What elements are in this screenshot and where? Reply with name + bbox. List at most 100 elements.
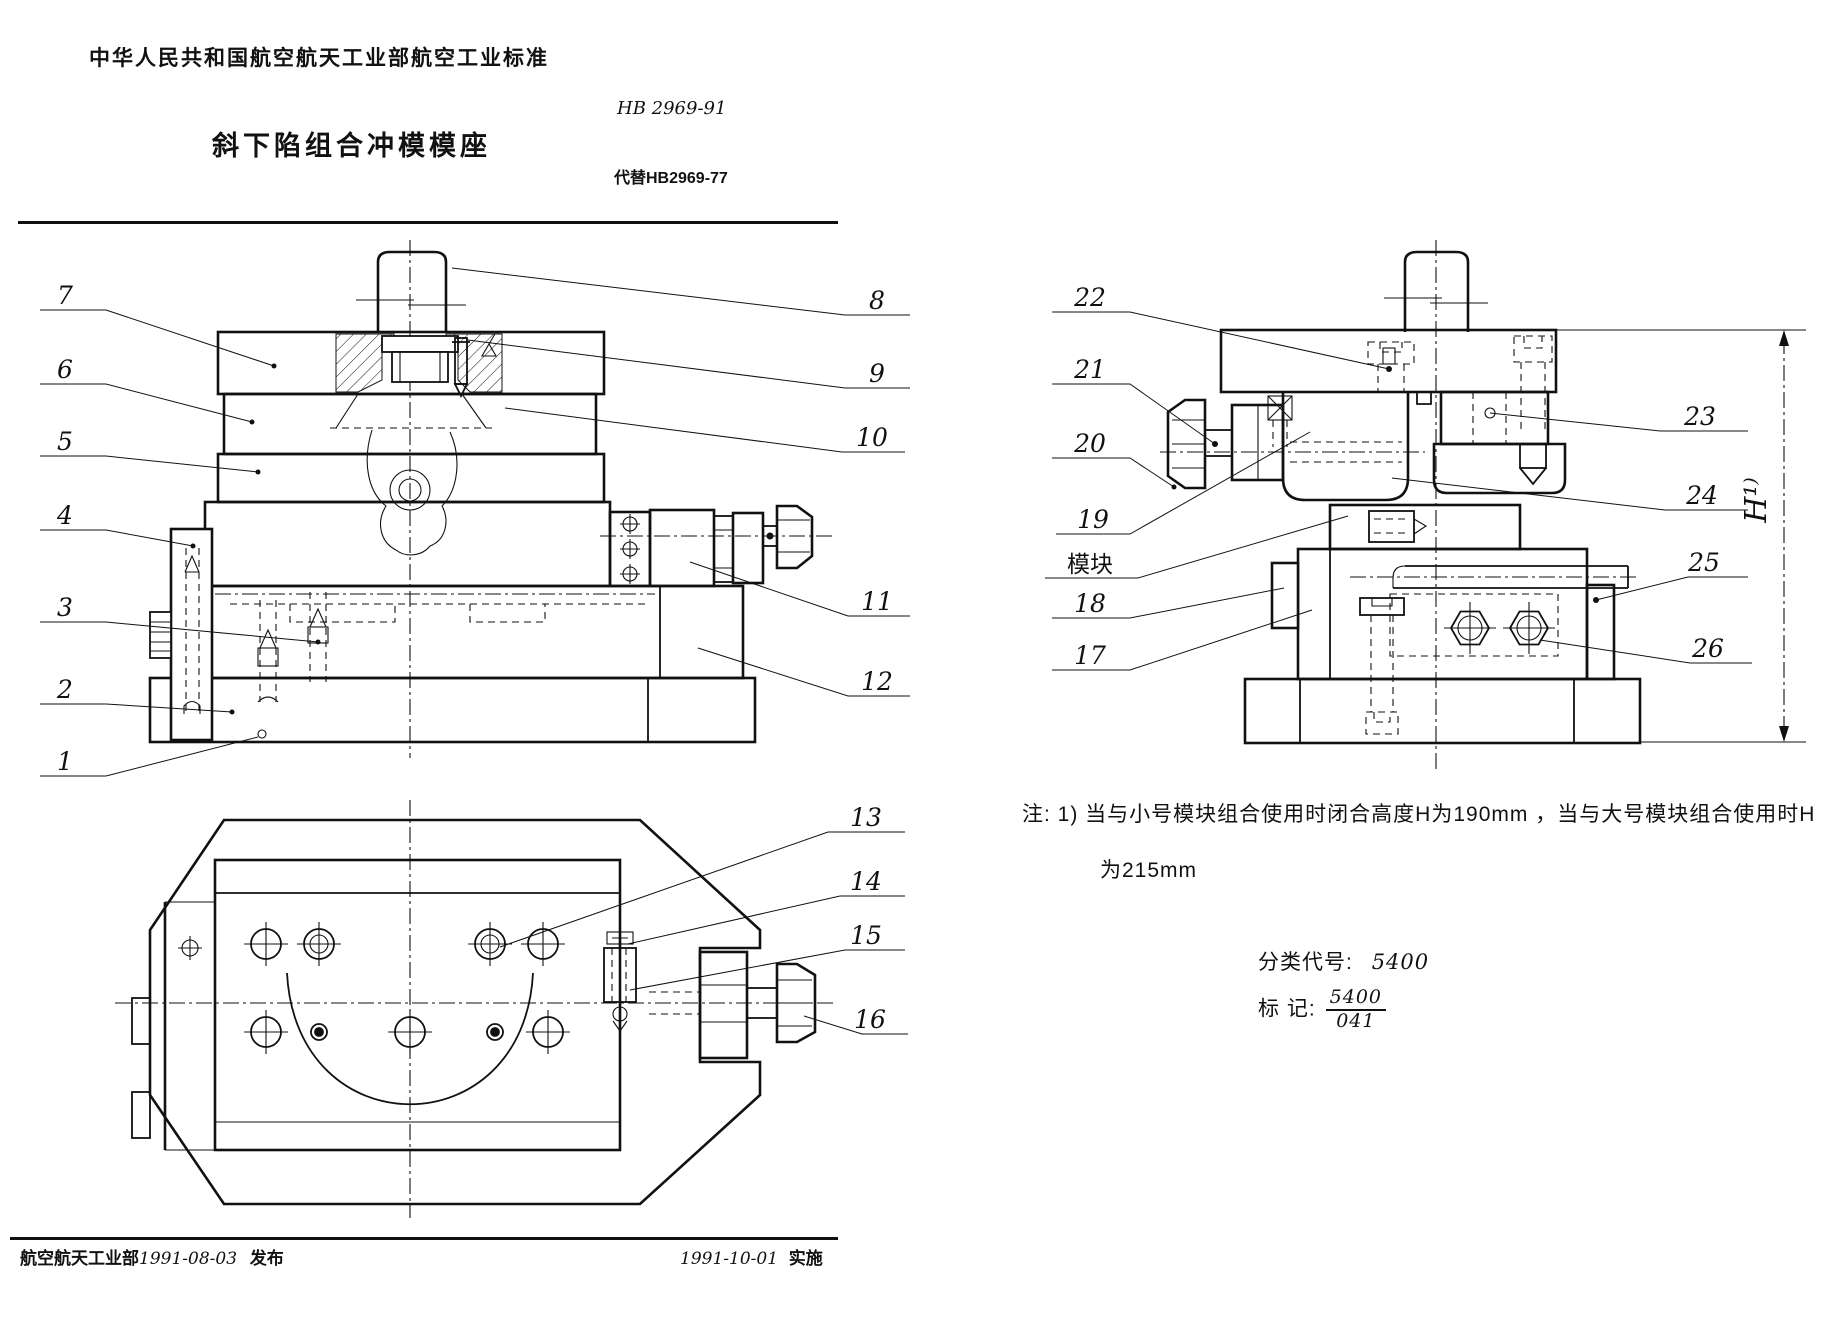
oil-hole — [1484, 407, 1496, 419]
module-pocket-hidden — [1389, 593, 1559, 657]
dowel-bolt-1 — [257, 600, 279, 703]
callout-4: 4 — [56, 501, 73, 530]
hole-row-upper — [244, 922, 565, 966]
supersedes-note: 代替HB2969-77 — [614, 170, 728, 187]
lower-body-front — [203, 584, 745, 680]
rail-bolt-head — [149, 611, 172, 659]
callout-9: 9 — [869, 359, 885, 388]
side-view: H¹⁾ — [1160, 240, 1806, 770]
footer-issuer: 航空航天工业部 — [20, 1249, 139, 1268]
footer-issue: 航空航天工业部1991-08-03 发布 — [20, 1244, 284, 1269]
center-bolt-side — [1359, 597, 1405, 735]
footer-impl-date: 1991-10-01 — [680, 1249, 779, 1269]
main-block-front — [203, 500, 612, 588]
hex-nut-1 — [1444, 602, 1496, 654]
base-outline-plan — [148, 818, 762, 1206]
slide-block-side — [1281, 392, 1410, 502]
standard-number: HB 2969-91 — [617, 98, 727, 119]
callout-module: 模块 — [1067, 551, 1113, 577]
classification-label: 分类代号: — [1258, 951, 1353, 974]
die-shank-side — [1403, 250, 1470, 332]
base-plate-front — [148, 676, 757, 744]
callout-7: 7 — [57, 281, 73, 310]
edge-bolt-1 — [131, 997, 151, 1045]
edge-bolt-2 — [131, 1091, 151, 1139]
footer-impl-word: 实施 — [788, 1249, 823, 1268]
footer-issue-date: 1991-08-03 — [139, 1249, 238, 1269]
base-plate-side — [1243, 677, 1642, 745]
stop-block-side — [1432, 442, 1567, 495]
callout-10: 10 — [856, 423, 888, 452]
callout-1: 1 — [57, 747, 73, 776]
hex-nut-2 — [1503, 602, 1555, 654]
relief-arc-plan — [286, 972, 534, 1105]
plan-view — [115, 800, 835, 1218]
note-line-1: 注: 1) 当与小号模块组合使用时闭合高度H为190mm ，当与大号模块组合使用… — [1022, 803, 1816, 826]
marking-label: 标 记: — [1258, 997, 1316, 1021]
header-divider — [18, 221, 838, 224]
callout-26: 26 — [1691, 634, 1724, 663]
classification-value: 5400 — [1371, 950, 1430, 974]
handwheel-side — [1166, 398, 1207, 490]
module-key — [1368, 510, 1415, 543]
lower-body-side — [1296, 547, 1589, 681]
callout-12: 12 — [861, 667, 893, 696]
roughness-mark — [481, 342, 497, 357]
classification-code: 分类代号: 5400 — [1258, 946, 1429, 976]
clamp-knob-plan — [775, 962, 817, 1044]
callout-16: 16 — [854, 1005, 886, 1034]
callout-13: 13 — [850, 803, 882, 832]
document-title: 斜下陷组合冲模模座 — [212, 131, 491, 161]
front-view — [148, 240, 832, 758]
callout-6: 6 — [57, 355, 73, 384]
footer-divider — [10, 1237, 838, 1240]
die-cavity-outline — [366, 429, 458, 556]
clamp-knob-front — [775, 504, 814, 570]
footer-issue-word: 发布 — [249, 1249, 284, 1268]
callout-17: 17 — [1074, 641, 1106, 670]
marking-denominator: 041 — [1336, 1009, 1376, 1032]
callout-19: 19 — [1077, 505, 1109, 534]
plate-fasteners-hidden — [1367, 335, 1553, 430]
callout-labels: 7 6 5 4 3 2 1 8 9 10 11 12 13 14 15 16 2… — [56, 281, 1724, 1034]
plan-centerlines — [115, 800, 835, 1218]
callout-21: 21 — [1073, 355, 1106, 384]
closed-height-dimension: H¹⁾ — [1556, 329, 1806, 743]
footer-implementation: 1991-10-01 实施 — [680, 1244, 823, 1269]
die-shank-front — [376, 250, 448, 332]
callout-3: 3 — [57, 593, 73, 622]
bushing-flange — [381, 335, 459, 353]
callout-11: 11 — [861, 587, 893, 616]
bushing-body — [391, 351, 449, 383]
clamp-block-c — [731, 511, 765, 585]
knob-pin-dot — [766, 532, 774, 540]
callout-20: 20 — [1073, 429, 1106, 458]
marking-numerator: 5400 — [1325, 987, 1387, 1011]
hole-row-lower — [244, 1010, 570, 1054]
callout-23: 23 — [1683, 402, 1716, 431]
callout-14: 14 — [850, 867, 882, 896]
clamp-screw-marks — [620, 514, 640, 584]
callout-8: 8 — [869, 286, 885, 315]
callout-5: 5 — [57, 427, 73, 456]
callout-15: 15 — [850, 921, 882, 950]
upper-plate-side — [1219, 328, 1558, 394]
clamp-block-b — [648, 508, 716, 588]
callout-18: 18 — [1074, 589, 1106, 618]
plate-5-front — [216, 452, 606, 504]
dimension-h-label: H¹⁾ — [1739, 477, 1774, 524]
document-header: 中华人民共和国航空航天工业部航空工业标准 — [89, 47, 549, 70]
side-rail-front — [169, 527, 214, 742]
pin-hole-dot — [257, 729, 267, 739]
dowel-bolt-2 — [307, 592, 329, 682]
clamp-spacer — [713, 515, 734, 583]
latch-screw-side — [1267, 395, 1293, 447]
guide-column-side — [1439, 390, 1550, 446]
side-clamp-plan — [603, 931, 637, 1032]
callout-leaders — [40, 267, 1752, 1035]
note-line-2: 为215mm — [1100, 859, 1198, 882]
callout-25: 25 — [1687, 548, 1720, 577]
